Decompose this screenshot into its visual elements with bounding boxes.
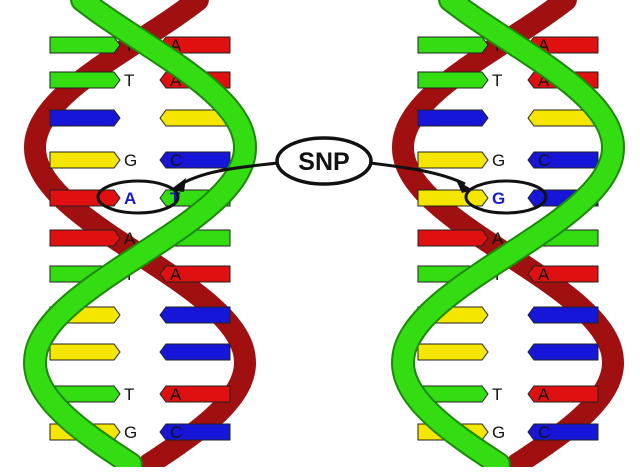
base-bar-right (159, 151, 231, 169)
arrowhead-right-icon (456, 180, 473, 193)
base-bar-left (417, 229, 489, 247)
base-bar-right (159, 265, 231, 283)
base-bar-left (417, 151, 489, 169)
base-letter-left: G (492, 189, 505, 208)
snp-label: SNP (298, 148, 349, 176)
base-bar-right (527, 265, 599, 283)
snp-callout: SNP (170, 136, 473, 193)
base-bar-left (49, 189, 121, 207)
base-bar-left (417, 343, 489, 361)
base-pair-row (49, 343, 231, 361)
base-letter-right: A (538, 385, 550, 404)
base-letter-left: A (124, 189, 136, 208)
base-letter-left: G (124, 151, 137, 170)
base-bar-right (159, 343, 231, 361)
base-letter-left: T (124, 385, 134, 404)
snp-label-oval (275, 136, 373, 186)
base-pair-row (417, 109, 599, 127)
base-letter-right: C (170, 423, 182, 442)
base-bar-left (49, 71, 121, 89)
base-bar-left (49, 343, 121, 361)
arrowhead-left-icon (170, 178, 186, 192)
base-bar-right (159, 306, 231, 324)
snp-arrow-right (369, 161, 466, 186)
base-bar-left (49, 109, 121, 127)
base-letter-right: C (538, 151, 550, 170)
base-letter-right: A (538, 265, 550, 284)
base-bar-right (159, 385, 231, 403)
base-bar-left (417, 109, 489, 127)
backbone-strand-green (24, 0, 256, 472)
snp-highlight-oval (96, 179, 180, 215)
base-bar-left (49, 151, 121, 169)
backbone-strand-green (392, 0, 624, 472)
base-bar-left (417, 36, 489, 54)
base-pair-row (417, 343, 599, 361)
base-bar-right (527, 151, 599, 169)
base-letter-right: C (170, 151, 182, 170)
base-bar-left (417, 189, 489, 207)
base-letter-right: T (170, 189, 181, 208)
base-bar-right (527, 306, 599, 324)
base-letter-left: T (492, 385, 502, 404)
base-bar-right (527, 385, 599, 403)
base-letter-left: G (492, 423, 505, 442)
base-bar-left (417, 71, 489, 89)
base-bar-right (527, 423, 599, 441)
base-letter-left: G (124, 423, 137, 442)
base-letter-left: A (124, 229, 136, 248)
base-bar-left (49, 36, 121, 54)
base-letter-left: G (492, 151, 505, 170)
base-letter-right: A (170, 265, 182, 284)
base-pair-row (49, 109, 231, 127)
base-letter-right: C (538, 423, 550, 442)
base-bar-right (527, 343, 599, 361)
base-letter-right: A (170, 385, 182, 404)
base-bar-right (159, 423, 231, 441)
base-bar-left (49, 229, 121, 247)
base-letter-left: A (492, 229, 504, 248)
base-letter-left: T (124, 71, 134, 90)
snp-highlight-oval (464, 179, 548, 215)
base-letter-left: T (492, 71, 502, 90)
